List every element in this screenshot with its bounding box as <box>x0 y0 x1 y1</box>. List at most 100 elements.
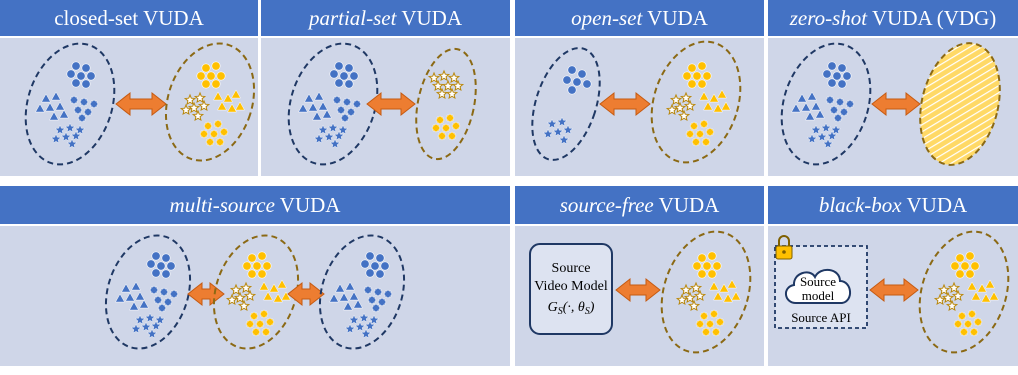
source-triangle-mark <box>304 93 314 103</box>
target-triangle-mark <box>971 291 981 301</box>
source-triangle-mark <box>41 93 51 103</box>
source-star-mark <box>806 133 818 144</box>
target-gear-mark <box>695 129 705 139</box>
target-gear-mark <box>959 327 969 337</box>
source-circle-mark <box>562 75 572 85</box>
target-gear-mark <box>451 121 461 131</box>
source-gear-mark <box>83 107 93 117</box>
source-circle-mark <box>827 61 837 71</box>
target-gear-mark <box>199 129 209 139</box>
source-triangle-mark <box>791 103 801 113</box>
source-gear-mark <box>89 99 99 109</box>
source-circle-mark <box>349 71 359 81</box>
source-video-model-box: Source Video Model GS(·, θS) <box>529 243 613 335</box>
source-circle-mark <box>577 69 587 79</box>
source-circle-mark <box>842 71 852 81</box>
source-star-mark <box>130 323 142 334</box>
source-model-line2: Video Model <box>534 279 608 294</box>
header-partial-set-italic: partial-set <box>308 5 397 30</box>
source-circle-mark <box>827 78 837 88</box>
target-outline-star-mark <box>679 91 693 104</box>
source-triangle-mark <box>59 109 69 119</box>
source-star-mark <box>50 133 62 144</box>
source-star-mark <box>358 312 370 323</box>
source-gear-mark <box>367 295 377 305</box>
target-triangle-mark <box>709 281 719 291</box>
target-gear-mark <box>685 129 695 139</box>
target-gear-mark <box>431 123 441 133</box>
source-star-mark <box>329 138 341 149</box>
source-gear-mark <box>825 95 835 105</box>
source-circle-mark <box>572 77 582 87</box>
domain-arrow <box>871 91 921 117</box>
domain-arrow <box>187 281 225 307</box>
target-circle-mark <box>257 269 267 279</box>
target-triangle-mark <box>717 89 727 99</box>
domain-arrow <box>366 91 416 117</box>
target-triangle-mark <box>269 283 279 293</box>
source-triangle-mark <box>131 281 141 291</box>
target-circle-mark <box>196 71 206 81</box>
source-star-mark <box>64 122 76 133</box>
target-circle-mark <box>707 251 717 261</box>
source-star-mark <box>368 314 380 325</box>
formula-sub-s2: S <box>585 306 590 317</box>
target-gear-mark <box>705 319 715 329</box>
target-triangle-mark <box>981 293 991 303</box>
source-triangle-mark <box>807 91 817 101</box>
source-star-mark <box>333 130 345 141</box>
domain-arrow <box>115 91 167 117</box>
source-circle-mark <box>76 71 86 81</box>
target-circle-mark <box>682 71 692 81</box>
target-outline-star-mark <box>243 289 257 302</box>
target-triangle-mark <box>217 101 227 111</box>
source-triangle-mark <box>139 299 149 309</box>
target-gear-mark <box>445 113 455 123</box>
header-multi-source-rest: VUDA <box>274 192 341 217</box>
header-multi-source-italic: multi-source <box>169 192 275 217</box>
header-partial-set: partial-set VUDA <box>261 0 510 36</box>
target-circle-mark <box>697 253 707 263</box>
source-gear-mark <box>342 97 352 107</box>
target-circle-mark <box>697 269 707 279</box>
target-circle-mark <box>201 79 211 89</box>
source-circle-mark <box>151 251 161 261</box>
source-triangle-mark <box>805 111 815 121</box>
target-triangle-mark <box>227 103 237 113</box>
source-circle-mark <box>334 61 344 71</box>
source-triangle-mark <box>135 291 145 301</box>
target-gear-mark <box>701 137 711 147</box>
target-gear-mark <box>261 327 271 337</box>
target-domain-ellipse <box>415 47 477 161</box>
target-outline-star-mark <box>437 69 451 82</box>
target-circle-mark <box>257 251 267 261</box>
target-gear-mark <box>699 311 709 321</box>
target-triangle-mark <box>277 279 287 289</box>
source-star-mark <box>364 320 376 331</box>
source-triangle-mark <box>125 292 135 302</box>
cloud-line1: Source <box>800 274 836 289</box>
target-circle-mark <box>242 261 252 271</box>
source-circle-mark <box>832 71 842 81</box>
target-gear-mark <box>973 317 983 327</box>
target-outline-star-mark <box>933 293 947 306</box>
target-outline-star-mark <box>669 93 683 106</box>
target-outline-star-mark <box>683 99 697 112</box>
source-star-mark <box>552 126 564 137</box>
source-circle-mark <box>166 261 176 271</box>
target-gear-mark <box>245 319 255 329</box>
source-star-mark <box>74 124 86 135</box>
source-gear-mark <box>340 113 350 123</box>
source-star-mark <box>150 320 162 331</box>
source-gear-mark <box>153 295 163 305</box>
header-source-free: source-free VUDA <box>515 186 764 224</box>
source-circle-mark <box>151 268 161 278</box>
source-circle-mark <box>380 261 390 271</box>
target-domain-ellipse <box>212 234 300 350</box>
source-triangle-mark <box>797 93 807 103</box>
source-star-mark <box>826 130 838 141</box>
target-gear-mark <box>219 127 229 137</box>
source-domain-ellipse <box>318 234 406 350</box>
source-domain-ellipse <box>287 42 379 166</box>
